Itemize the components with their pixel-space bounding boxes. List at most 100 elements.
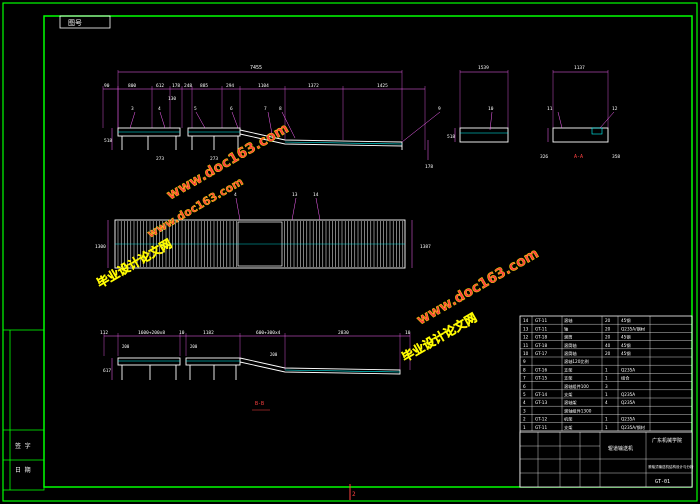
top-dim-1: 800: [128, 83, 136, 89]
bom-cell-no: 8: [523, 367, 526, 372]
bom-cell-no: 12: [523, 335, 529, 340]
bom-cell-qty: 3: [605, 384, 608, 389]
bom-cell-code: GT-15: [535, 376, 547, 381]
top-left-height: 518: [104, 138, 112, 144]
bom-cell-mat: 45钢: [621, 342, 631, 349]
plan-view[interactable]: 1300 1387 4 13 14: [95, 192, 431, 269]
leader-6: 6: [230, 106, 233, 112]
leader-4: 4: [158, 106, 161, 112]
bottom-small-2: 200: [270, 352, 278, 357]
leader-5: 5: [194, 106, 197, 112]
grid-mark: 2: [352, 491, 356, 498]
bom-cell-no: 9: [523, 359, 526, 364]
bottom-left-height: 617: [103, 368, 111, 374]
leader-9: 9: [438, 106, 441, 112]
bom-cell-qty: 4: [605, 400, 608, 405]
bottom-dim-0: 112: [100, 330, 108, 336]
end-leader-11: 11: [547, 106, 553, 112]
top-right-height: 178: [425, 164, 433, 170]
bottom-small-1: 200: [190, 344, 198, 349]
bom-cell-qty: 1: [605, 392, 608, 397]
leader-8: 8: [279, 106, 282, 112]
bom-cell-no: 5: [523, 392, 526, 397]
bom-cell-code: GT-18: [535, 343, 547, 348]
bottom-dim-1: 1600+200x8: [138, 330, 165, 336]
bom-cell-name: 滚轴组件1300: [564, 407, 592, 414]
end-b-right: 358: [612, 154, 620, 160]
plan-right-height: 1387: [420, 244, 431, 250]
bom-cell-no: 2: [523, 417, 526, 422]
bom-cell-no: 13: [523, 326, 529, 331]
top-low-dim-1: 273: [210, 156, 218, 162]
bom-cell-code: GT-11: [535, 318, 547, 323]
title-block[interactable]: 广东机械学院 辊道输送机 滚轴式输送机结构设计与分析 GT-01: [519, 431, 694, 488]
bom-cell-name: 滚轴120比例: [564, 358, 589, 365]
top-dim-8: 1372: [308, 83, 319, 89]
bottom-dim-4: 600+300x4: [256, 330, 281, 336]
end-view-a[interactable]: 1539 518: [447, 65, 509, 143]
top-dim-2: 612: [156, 83, 164, 89]
top-dim-0: 90: [104, 83, 110, 89]
bom-cell-code: GT-11: [535, 425, 547, 430]
end-leader-12: 12: [612, 106, 618, 112]
bom-cell-mat: Q235A: [621, 400, 635, 405]
bom-cell-name: 支架: [564, 366, 572, 373]
bom-cell-name: 轴: [564, 325, 568, 332]
top-low-dim-0: 273: [156, 156, 164, 162]
bom-cell-no: 10: [523, 351, 529, 356]
bom-cell-qty: 1: [605, 376, 608, 381]
bottom-dim-3: 1182: [203, 330, 214, 336]
top-overall-dim: 7455: [250, 65, 262, 71]
bom-cell-no: 14: [523, 318, 529, 323]
end-b-height: 326: [540, 154, 548, 160]
leader-7: 7: [264, 106, 267, 112]
bom-cell-no: 7: [523, 376, 526, 381]
bom-cell-mat: Q235A: [621, 417, 635, 422]
title-product: 辊道输送机: [608, 445, 633, 452]
top-dim-6: 294: [226, 83, 234, 89]
bottom-side-view[interactable]: 112 1600+200x8 10 1182 600+300x4 2830 10…: [100, 330, 411, 411]
top-dim-4: 248: [184, 83, 192, 89]
plan-leader-4: 4: [234, 192, 237, 198]
top-sub-dim: 130: [168, 96, 176, 102]
end-b-width: 1137: [574, 65, 585, 71]
bom-cell-no: 11: [523, 343, 529, 348]
bom-cell-code: GT-14: [535, 392, 547, 397]
bom-cell-name: 滚轴架: [564, 399, 577, 406]
bom-cell-code: GT-18: [535, 335, 547, 340]
bom-cell-qty: 1: [605, 425, 608, 430]
bom-cell-qty: 20: [605, 335, 611, 340]
bom-cell-code: GT-12: [535, 417, 547, 422]
sheet-label-aa: A-A: [574, 154, 583, 160]
bom-cell-mat: 45钢: [621, 317, 631, 324]
bom-cell-qty: 1: [605, 417, 608, 422]
section-label-bb: B-B: [255, 401, 264, 407]
side-strip: [2, 329, 45, 491]
leader-3: 3: [131, 106, 134, 112]
bom-cell-mat: 组合: [621, 375, 630, 382]
end-a-width: 1539: [478, 65, 489, 71]
end-leader-10: 10: [488, 106, 494, 112]
top-side-view[interactable]: 7455 90 800 612 178 248 885 294 1104 137…: [102, 65, 441, 170]
bom-cell-name: 支架: [564, 375, 572, 382]
end-a-height: 518: [447, 134, 455, 140]
side-label-sign: 签 字: [15, 442, 31, 450]
title-desc: 滚轴式输送机结构设计与分析: [648, 464, 694, 469]
title-tab-box: [59, 15, 111, 29]
title-drawing-no: GT-01: [655, 479, 670, 485]
bom-cell-no: 1: [523, 425, 526, 430]
bom-cell-mat: 45钢: [621, 350, 631, 357]
end-view-b[interactable]: 1137 326 358 A-A: [540, 65, 620, 160]
bottom-dim-2: 10: [179, 330, 185, 336]
bom-cell-name: 滚筒: [564, 334, 572, 341]
top-dim-9: 1425: [377, 83, 388, 89]
bom-cell-qty: 20: [605, 351, 611, 356]
inner-border: [43, 15, 693, 488]
bom-cell-qty: 40: [605, 343, 611, 348]
bom-cell-qty: 1: [605, 367, 608, 372]
bom-cell-code: GT-11: [535, 326, 547, 331]
bom-cell-mat: Q235A/钢材: [621, 325, 645, 332]
side-label-date: 日 期: [15, 466, 31, 474]
